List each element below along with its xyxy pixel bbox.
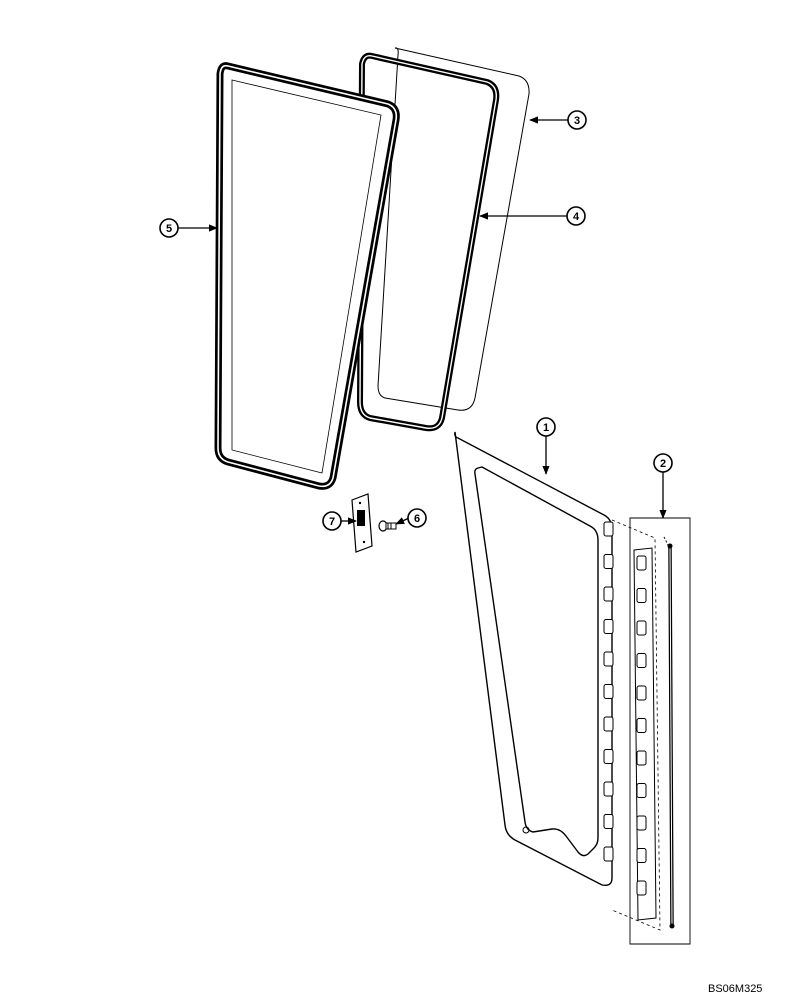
callout-1: 1: [536, 417, 556, 437]
screw-part-6: [378, 520, 397, 532]
strip-hinge-tab: [636, 685, 647, 701]
callout-label-5: 5: [166, 223, 172, 235]
strip-hinge-tab: [636, 783, 647, 798]
callout-label-1: 1: [543, 422, 549, 434]
frame-hinge-tab: [603, 716, 614, 732]
strip-hinge-tab: [636, 750, 647, 766]
callout-4: 4: [566, 206, 586, 226]
callout-3: 3: [567, 110, 587, 130]
strip-hinge-tab: [636, 848, 647, 863]
strip-hinge-tab: [636, 555, 647, 571]
striker-plate-part-7: [351, 493, 373, 553]
strip-hinge-tabs: [636, 555, 647, 896]
frame-hinge-tab: [603, 521, 614, 537]
callout-7: 7: [322, 511, 342, 531]
drawing-id-label: BS06M325: [708, 983, 763, 995]
strip-hinge-tab: [636, 588, 647, 603]
frame-hinge-tab: [603, 554, 614, 569]
callout-label-4: 4: [573, 211, 580, 223]
leader-line-6: [395, 517, 410, 525]
callout-label-3: 3: [574, 115, 580, 127]
callout-5: 5: [159, 218, 179, 238]
strip-hinge-tab: [636, 815, 647, 831]
frame-hinge-tab: [603, 814, 614, 829]
callout-2: 2: [653, 453, 673, 473]
callout-label-6: 6: [414, 513, 420, 525]
frame-hinge-tab: [603, 749, 614, 764]
callout-6: 6: [407, 508, 427, 528]
strip-hinge-tab: [636, 620, 647, 636]
seal-part-4: [357, 52, 500, 432]
strip-hinge-tab: [636, 718, 647, 733]
frame-hinge-tab: [603, 586, 614, 602]
strip-hinge-tab: [636, 880, 647, 896]
callout-label-2: 2: [660, 458, 666, 470]
frame-hinge-tab: [603, 846, 614, 862]
frame-hinge-tab: [603, 781, 614, 797]
frame-hinge-tab: [603, 619, 614, 634]
callout-label-7: 7: [329, 516, 335, 528]
frame-hinge-tabs: [603, 521, 614, 862]
frame-hinge-tab: [603, 684, 614, 699]
hinge-assembly-part-2: [611, 517, 691, 945]
window-frame-part-1: [454, 431, 614, 887]
seal-part-5: [214, 62, 400, 490]
frame-hinge-tab: [603, 651, 614, 667]
strip-hinge-tab: [636, 653, 647, 668]
